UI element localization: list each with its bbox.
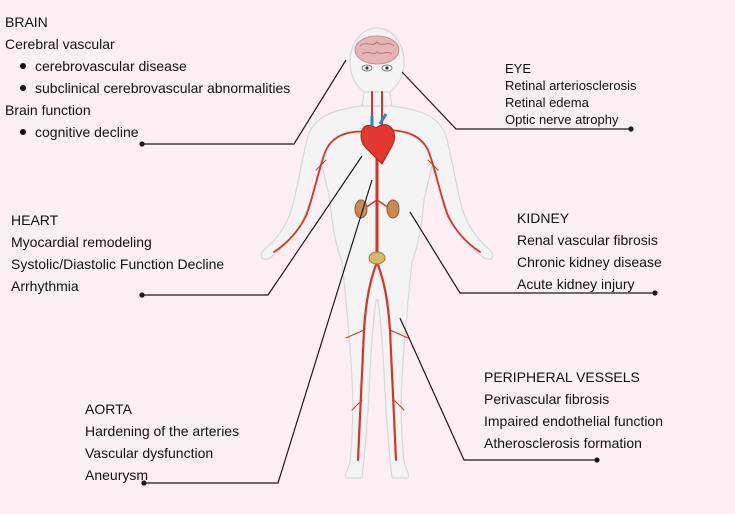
eye-leader-line — [401, 71, 631, 130]
aorta-label-block: AORTA Hardening of the arteries Vascular… — [85, 398, 239, 486]
list-item: subclinical cerebrovascular abnormalitie… — [5, 77, 290, 99]
kidney-leader-dot — [652, 290, 658, 296]
list-item: cerebrovascular disease — [5, 55, 290, 77]
aorta-title: AORTA — [85, 401, 132, 417]
kidney-leader-line — [409, 211, 655, 294]
eye-item: Retinal edema — [505, 95, 589, 110]
aorta-item: Aneurysm — [85, 467, 149, 483]
eyes-icon — [361, 64, 393, 72]
heart-title: HEART — [11, 212, 59, 228]
kidney-title: KIDNEY — [517, 210, 570, 226]
eye-title: EYE — [505, 61, 532, 76]
heart-leader-line — [142, 155, 363, 296]
list-item: cognitive decline — [5, 121, 290, 143]
peripheral-label-block: PERIPHERAL VESSELS Perivascular fibrosis… — [484, 366, 663, 454]
heart-item: Myocardial remodeling — [11, 234, 152, 250]
kidneys-icon — [354, 199, 400, 219]
arterial-network — [273, 91, 481, 462]
aorta-item: Hardening of the arteries — [85, 423, 240, 439]
eye-item: Optic nerve atrophy — [505, 112, 619, 127]
aorta-item: Vascular dysfunction — [85, 445, 214, 461]
brain-function-list: cognitive decline — [5, 121, 290, 143]
heart-leader-dot — [139, 292, 145, 298]
peripheral-leader-line — [399, 317, 597, 461]
kidney-item: Chronic kidney disease — [517, 254, 662, 270]
peripheral-item: Atherosclerosis formation — [484, 435, 642, 451]
brain-cerebral-heading: Cerebral vascular — [5, 36, 115, 52]
kidney-item: Renal vascular fibrosis — [517, 232, 658, 248]
eye-leader-dot — [628, 126, 634, 132]
brain-leader-line — [142, 59, 347, 145]
heart-item: Systolic/Diastolic Function Decline — [11, 256, 225, 272]
brain-leader-dot — [139, 141, 145, 147]
brain-function-heading: Brain function — [5, 102, 91, 118]
aorta-leader-dot — [141, 480, 147, 486]
peripheral-leader-dot — [594, 457, 600, 463]
heart-label-block: HEART Myocardial remodeling Systolic/Dia… — [11, 209, 224, 297]
leader-lines — [142, 59, 655, 484]
heart-item: Arrhythmia — [11, 278, 79, 294]
peripheral-title: PERIPHERAL VESSELS — [484, 369, 640, 385]
peripheral-item: Impaired endothelial function — [484, 413, 664, 429]
bladder-icon — [368, 251, 386, 265]
peripheral-item: Perivascular fibrosis — [484, 391, 610, 407]
aorta-leader-line — [144, 179, 373, 484]
eye-label-block: EYE Retinal arteriosclerosis Retinal ede… — [505, 60, 637, 128]
kidney-item: Acute kidney injury — [517, 276, 635, 292]
brain-title: BRAIN — [5, 14, 48, 30]
heart-icon — [360, 113, 396, 165]
leader-endpoints — [139, 126, 658, 486]
brain-cerebral-list: cerebrovascular disease subclinical cere… — [5, 55, 290, 99]
brain-label-block: BRAIN Cerebral vascular cerebrovascular … — [5, 11, 290, 143]
brain-icon — [354, 35, 400, 65]
kidney-label-block: KIDNEY Renal vascular fibrosis Chronic k… — [517, 207, 662, 295]
eye-item: Retinal arteriosclerosis — [505, 78, 637, 93]
